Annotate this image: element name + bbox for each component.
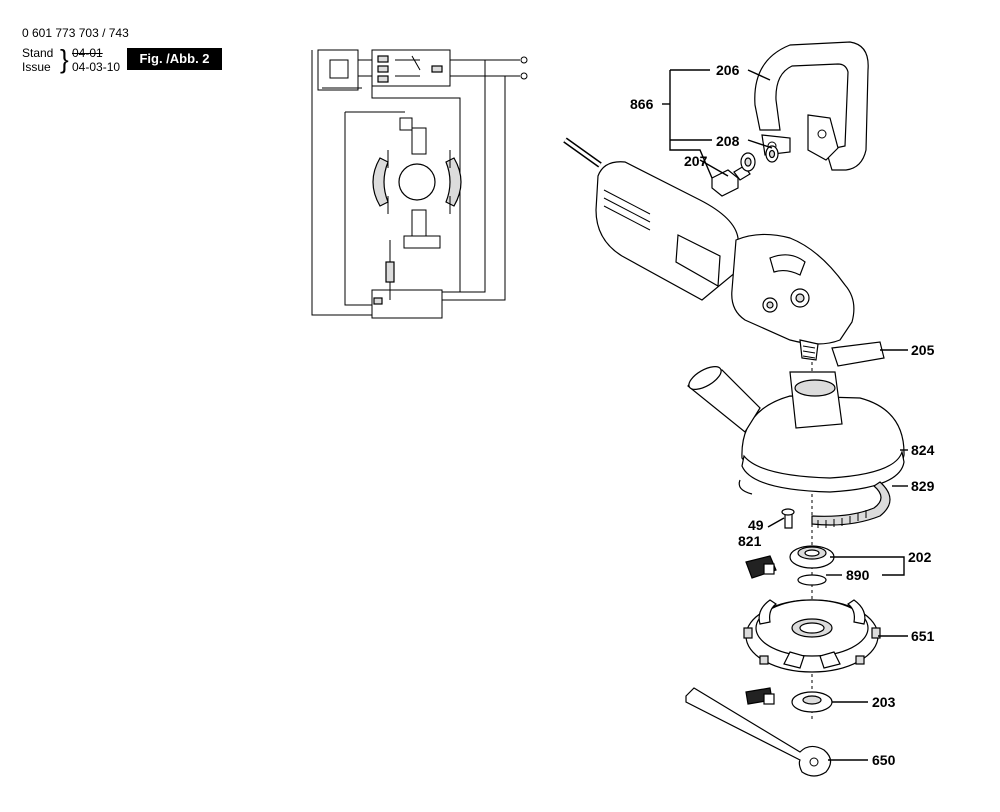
label-208: 208 — [716, 133, 740, 149]
label-206: 206 — [716, 62, 740, 78]
screw-head — [781, 508, 795, 516]
clamping-nut — [789, 545, 835, 586]
figure-label: Fig. /Abb. 2 — [127, 48, 222, 70]
label-866: 866 — [630, 96, 654, 112]
o-ring — [797, 574, 827, 586]
leader-lines — [662, 69, 908, 761]
issue-value: 04-03-10 — [72, 60, 121, 74]
document-number: 0 601 773 703 / 743 — [22, 26, 129, 40]
label-824: 824 — [911, 442, 935, 458]
wiring-schematic — [311, 49, 528, 319]
label-205: 205 — [911, 342, 935, 358]
label-829: 829 — [911, 478, 935, 494]
hex-nut — [745, 687, 833, 713]
support-flange — [743, 599, 881, 673]
grinder-body — [563, 137, 855, 361]
label-890: 890 — [846, 567, 870, 583]
protective-guard — [687, 366, 905, 493]
stand-value: 04-01 — [72, 46, 103, 60]
label-203: 203 — [872, 694, 896, 710]
label-202: 202 — [908, 549, 932, 565]
stand-label: Stand — [22, 46, 54, 60]
label-plate — [831, 341, 885, 367]
label-49: 49 — [748, 517, 764, 533]
label-650: 650 — [872, 752, 896, 768]
tool-symbol-1 — [745, 555, 777, 579]
bolt-and-washers — [711, 145, 779, 197]
label-207: 207 — [684, 153, 708, 169]
label-821: 821 — [738, 533, 762, 549]
issue-label: Issue — [22, 60, 51, 74]
part-labels: 206 866 208 207 205 824 829 49 821 202 8… — [630, 62, 935, 768]
label-651: 651 — [911, 628, 935, 644]
pin-spanner — [685, 687, 832, 777]
brace-glyph: } — [60, 44, 69, 74]
brush-ring — [738, 479, 891, 528]
